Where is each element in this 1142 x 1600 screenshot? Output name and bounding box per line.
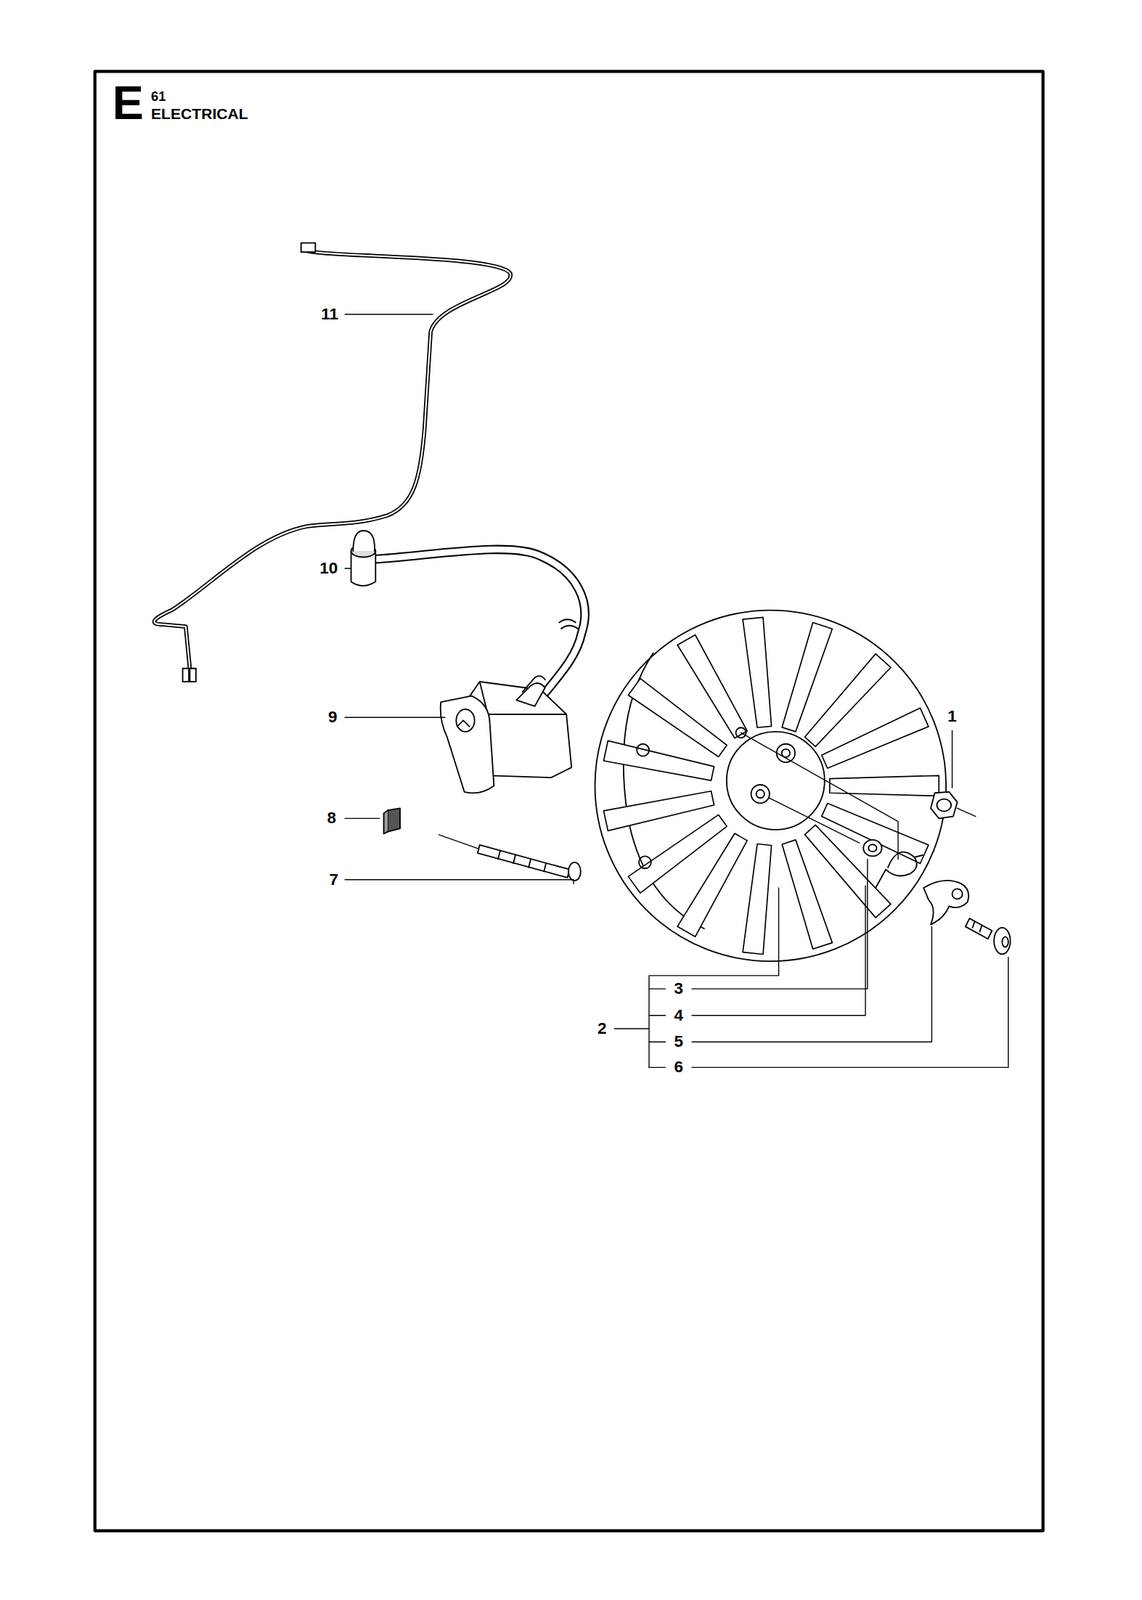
flywheel-nut (741, 732, 976, 859)
section-number: 61 (151, 90, 166, 104)
callout-number: 10 (317, 560, 340, 577)
cooling-fin (742, 617, 772, 728)
section-letter: E (112, 79, 144, 128)
callout-number: 5 (672, 1033, 686, 1050)
flywheel (595, 610, 947, 962)
cooling-fin (821, 707, 929, 769)
ignition-coil (440, 675, 572, 793)
cooling-fin (829, 775, 939, 796)
cooling-fin (627, 814, 727, 893)
callout-number: 2 (595, 1020, 609, 1037)
cooling-fin (603, 740, 714, 781)
page-frame (95, 71, 1044, 1531)
cooling-fin (781, 839, 832, 949)
leader-lines (344, 314, 1009, 1068)
callout-number: 4 (672, 1006, 686, 1023)
callout-number: 9 (325, 709, 340, 726)
spark-plug-boot (351, 530, 586, 705)
cooling-fin (742, 844, 772, 955)
callout-number: 6 (672, 1059, 686, 1076)
coil-screw (438, 834, 581, 881)
callout-number: 1 (945, 708, 959, 725)
callout-number: 11 (318, 306, 340, 323)
spacer-block (384, 808, 401, 834)
starter-pawl-assembly (769, 797, 1011, 954)
cooling-fin (603, 791, 714, 832)
callout-number: 7 (327, 871, 341, 888)
wire-harness (153, 243, 511, 682)
callout-number: 3 (672, 980, 686, 997)
cooling-fin (677, 634, 748, 738)
section-title: ELECTRICAL (151, 105, 249, 122)
callout-number: 8 (325, 810, 339, 827)
